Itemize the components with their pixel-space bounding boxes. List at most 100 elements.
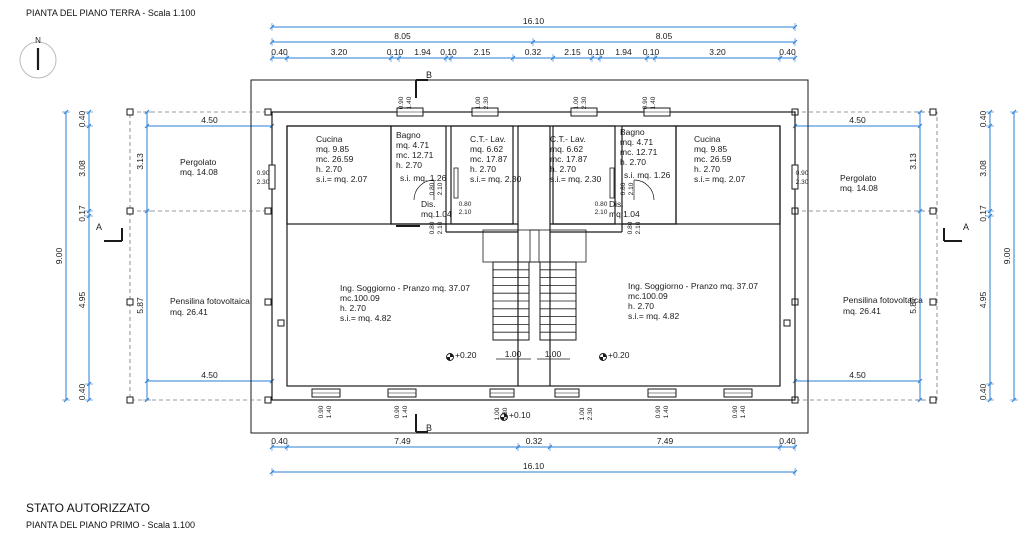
opening-size-width: 1.00 <box>494 407 501 420</box>
room-kitchen-left: s.i.= mq. 2.07 <box>316 174 368 184</box>
room-living-left: Ing. Soggiorno - Pranzo mq. 37.07 <box>340 283 470 293</box>
room-utility-left: h. 2.70 <box>470 164 496 174</box>
room-living-right: mc.100.09 <box>628 291 668 301</box>
opening-size-width: 0.80 <box>627 221 634 234</box>
dimension-top-chain-value: 1.94 <box>615 47 632 57</box>
room-utility-right: s.i.= mq. 2.30 <box>550 174 602 184</box>
opening-size-height: 2.10 <box>635 221 642 234</box>
room-bathroom-right: mq. 4.71 <box>620 137 653 147</box>
room-living-left: s.i.= mq. 4.82 <box>340 313 392 323</box>
opening-size-height: 1.40 <box>326 405 333 418</box>
room-bathroom-right: h. 2.70 <box>620 157 646 167</box>
level-value: +0.20 <box>455 350 477 360</box>
solar-canopy-left: Pensilina fotovoltaica <box>170 296 250 306</box>
room-kitchen-right: s.i.= mq. 2.07 <box>694 174 746 184</box>
room-bathroom-right: s.i. mq. 1.26 <box>624 170 671 180</box>
pillar <box>126 298 134 306</box>
room-kitchen-left: h. 2.70 <box>316 164 342 174</box>
section-label-a: A <box>963 222 969 232</box>
room-living-left: mc.100.09 <box>340 293 380 303</box>
dimension-bottom-chain-value: 7.49 <box>394 436 411 446</box>
room-bathroom-left: mq. 4.71 <box>396 140 429 150</box>
room-utility-left: C.T.- Lav. <box>470 134 506 144</box>
room-utility-right: mq. 6.62 <box>550 144 583 154</box>
dimension-right-inner-value: 5.87 <box>908 297 918 314</box>
opening-size-height: 2.10 <box>628 182 635 195</box>
stair-width-value: 1.00 <box>505 349 522 359</box>
opening-size-height: 2.10 <box>437 221 444 234</box>
section-label-a: A <box>96 222 102 232</box>
sheet-frame <box>250 79 809 434</box>
dimension-right-outer-value: 3.08 <box>978 160 988 177</box>
level-marker-fill <box>599 357 603 361</box>
dimension-left-total-value: 9.00 <box>54 247 64 264</box>
solar-canopy-right: mq. 26.41 <box>843 306 881 316</box>
pillar <box>126 207 134 215</box>
room-utility-left: s.i.= mq. 2.30 <box>470 174 522 184</box>
dimension-top-chain-value: 3.20 <box>331 47 348 57</box>
pillar <box>126 108 134 116</box>
pillar <box>929 207 937 215</box>
pergola-right: Pergolato <box>840 173 877 183</box>
window-side-right <box>791 164 799 190</box>
dimension-top-chain-value: 0.40 <box>271 47 288 57</box>
dimension-pergola-width-left-value: 4.50 <box>201 115 218 125</box>
dimension-top-chain-value: 0.10 <box>588 47 605 57</box>
pergola-right: mq. 14.08 <box>840 183 878 193</box>
dimension-left-inner-value: 3.13 <box>135 153 145 170</box>
opening-size-width: 0.90 <box>642 96 649 109</box>
opening-size-width: 0.90 <box>398 96 405 109</box>
dimension-bottom-chain-value: 0.40 <box>779 436 796 446</box>
room-utility-right: h. 2.70 <box>550 164 576 174</box>
room-living-right: Ing. Soggiorno - Pranzo mq. 37.07 <box>628 281 758 291</box>
level-marker-fill <box>450 353 454 357</box>
dimension-left-inner-value: 5.87 <box>135 297 145 314</box>
room-bathroom-right: Bagno <box>620 127 645 137</box>
room-hallway-right: Dis. <box>609 199 624 209</box>
opening-size-width: 0.90 <box>732 405 739 418</box>
room-bathroom-left: Bagno <box>396 130 421 140</box>
solar-canopy-right: Pensilina fotovoltaica <box>843 295 923 305</box>
north-arrow-circle <box>19 41 57 79</box>
dimension-left-outer-value: 0.17 <box>77 205 87 222</box>
dimension-pensilina-width-left-value: 4.50 <box>201 370 218 380</box>
room-utility-left: mc. 17.87 <box>470 154 508 164</box>
pillar <box>929 298 937 306</box>
room-kitchen-right: Cucina <box>694 134 721 144</box>
pillar <box>929 108 937 116</box>
room-living-left: h. 2.70 <box>340 303 366 313</box>
room-kitchen-right: h. 2.70 <box>694 164 720 174</box>
dimension-pensilina-width-right-value: 4.50 <box>849 370 866 380</box>
dimension-bottom-chain-value: 7.49 <box>657 436 674 446</box>
pillar <box>264 207 272 215</box>
dimension-right-outer-value: 0.40 <box>978 110 988 127</box>
room-utility-right: C.T.- Lav. <box>550 134 586 144</box>
dimension-right-outer-value: 0.40 <box>978 383 988 400</box>
opening-size-width: 0.80 <box>595 201 608 208</box>
dimension-top-chain-value: 0.40 <box>779 47 796 57</box>
opening-size-height: 2.30 <box>581 96 588 109</box>
dimension-top-chain-value: 1.94 <box>414 47 431 57</box>
room-kitchen-right: mc. 26.59 <box>694 154 732 164</box>
dimension-right-outer-value: 0.17 <box>978 205 988 222</box>
opening-size-height: 2.10 <box>437 182 444 195</box>
opening-size-height: 2.30 <box>796 179 809 186</box>
state-title: STATO AUTORIZZATO <box>26 501 151 515</box>
dimension-bottom-chain-value: 0.32 <box>526 436 543 446</box>
door-leaf <box>453 167 459 199</box>
dimension-right-total-value: 9.00 <box>1002 247 1012 264</box>
room-utility-right: mc. 17.87 <box>550 154 588 164</box>
stair-landing <box>482 229 540 263</box>
stair-width-value: 1.00 <box>545 349 562 359</box>
room-hallway-left: Dis. <box>421 199 436 209</box>
pillar <box>264 298 272 306</box>
dimension-top-half-value: 8.05 <box>656 31 673 41</box>
window-side-left <box>268 164 276 190</box>
dimension-top-half-value: 8.05 <box>394 31 411 41</box>
opening-size-height: 2.10 <box>459 209 472 216</box>
pillar <box>264 396 272 404</box>
opening-size-height: 1.40 <box>406 96 413 109</box>
room-kitchen-left: Cucina <box>316 134 343 144</box>
solar-canopy-left: mq. 26.41 <box>170 307 208 317</box>
